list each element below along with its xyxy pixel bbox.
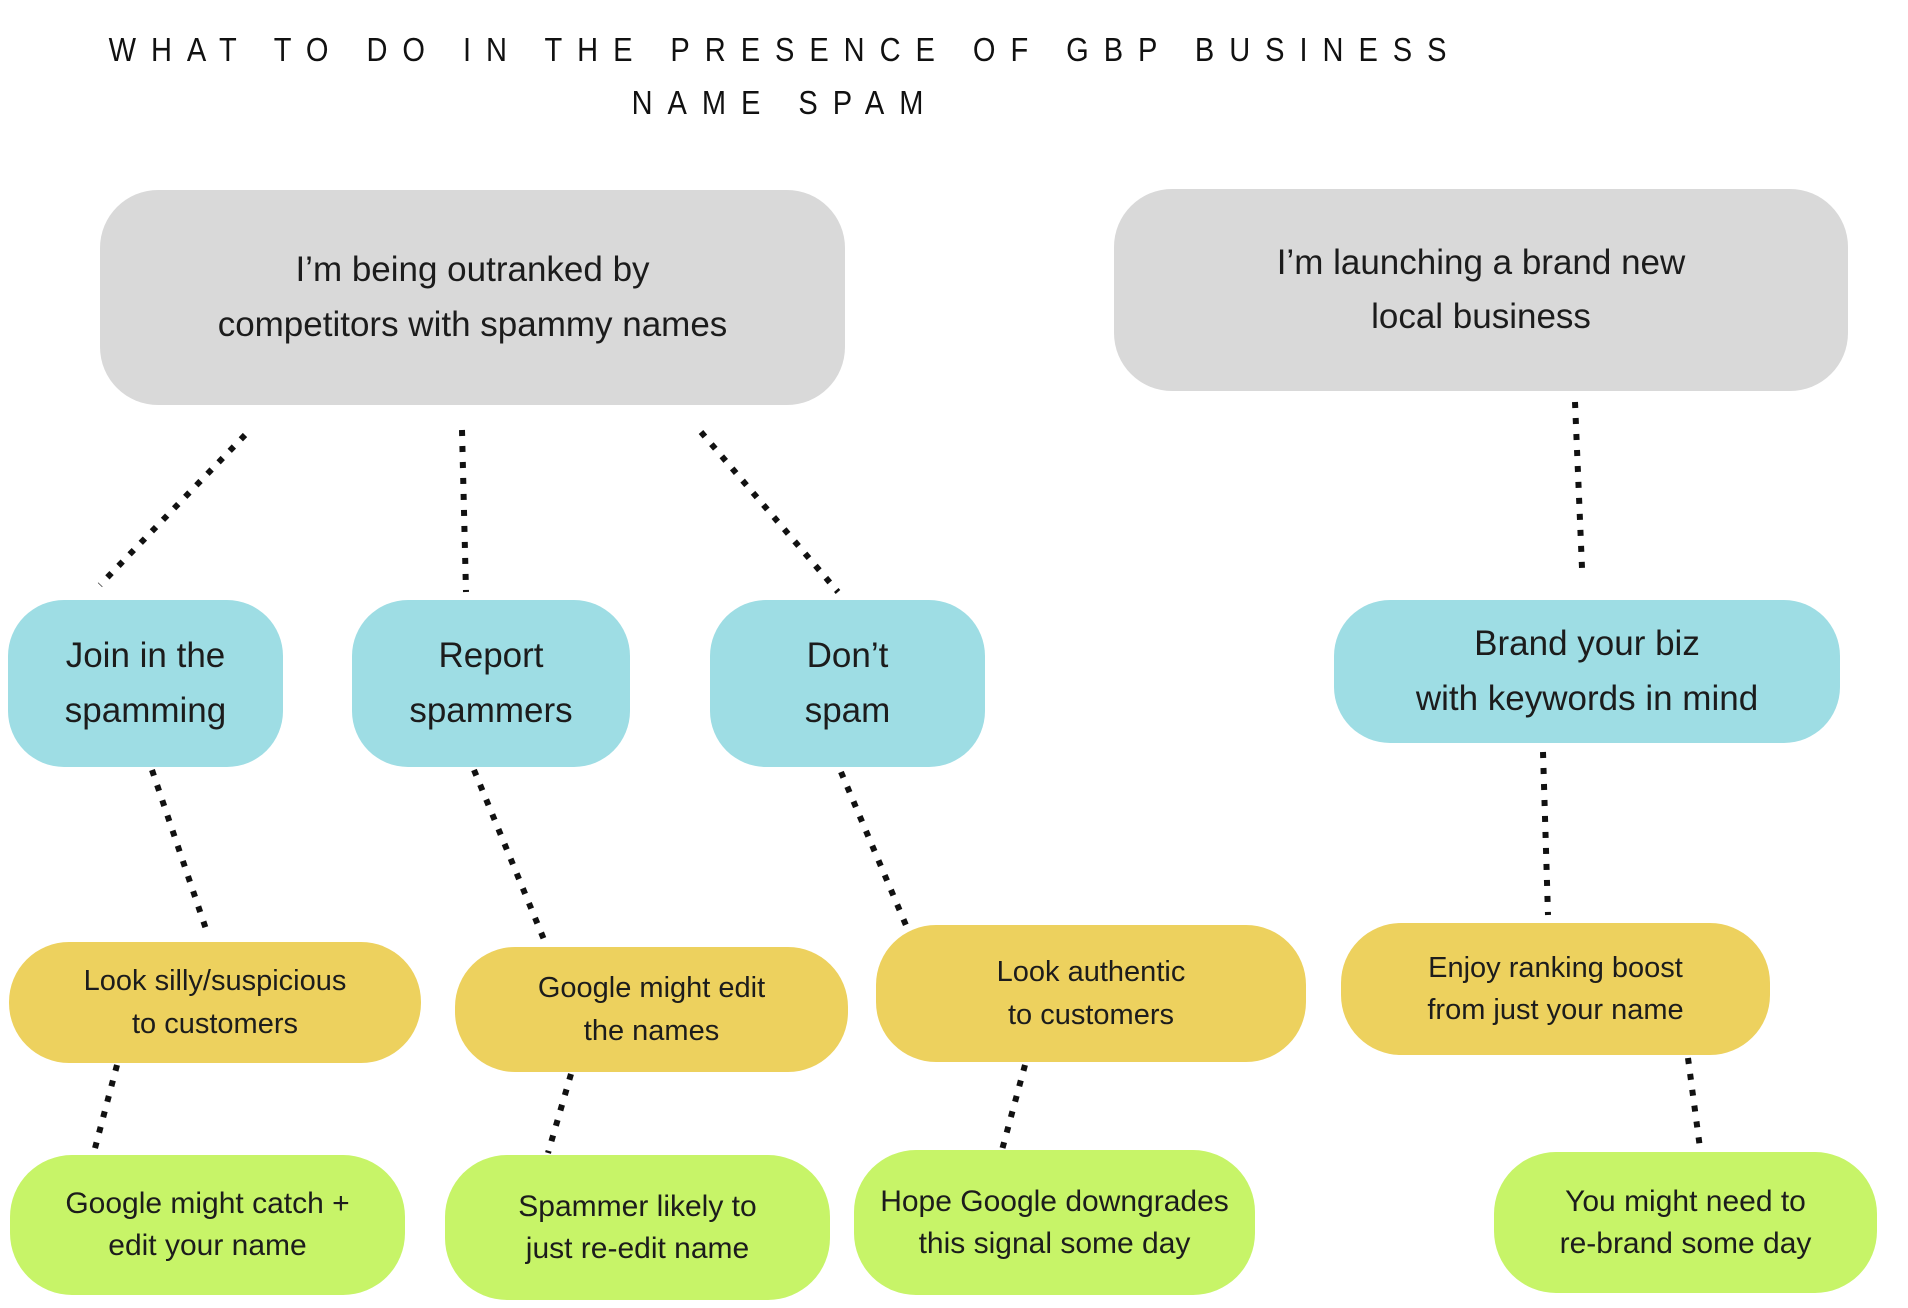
result-box-spammer-reedit: Spammer likely to just re-edit name	[445, 1155, 830, 1300]
option-box-dont-spam: Don’t spam	[710, 600, 985, 767]
connector-scenario1-option2	[459, 429, 469, 593]
scenario-box-outranked: I’m being outranked by competitors with …	[100, 190, 845, 405]
connector-option3-outcome3	[838, 770, 911, 932]
outcome-box-look-silly: Look silly/suspicious to customers	[9, 942, 421, 1063]
result-box-rebrand: You might need to re-brand some day	[1494, 1152, 1877, 1293]
connector-scenario2-option4	[1572, 401, 1585, 569]
connector-option1-outcome1	[149, 769, 211, 936]
connector-outcome2-result2	[545, 1073, 574, 1154]
option-box-brand-with-keywords: Brand your biz with keywords in mind	[1334, 600, 1840, 743]
connector-outcome4-result4	[1685, 1057, 1703, 1149]
connector-outcome1-result1	[91, 1064, 120, 1153]
option-box-report-spammers: Report spammers	[352, 600, 630, 767]
connector-scenario1-option1	[97, 432, 248, 588]
connector-scenario1-option3	[698, 430, 841, 594]
result-box-hope-downgrade: Hope Google downgrades this signal some …	[854, 1150, 1255, 1295]
outcome-box-look-authentic: Look authentic to customers	[876, 925, 1306, 1062]
connector-option4-outcome4	[1540, 751, 1551, 916]
outcome-box-google-edit: Google might edit the names	[455, 947, 848, 1072]
connector-outcome3-result3	[999, 1064, 1028, 1151]
outcome-box-ranking-boost: Enjoy ranking boost from just your name	[1341, 923, 1770, 1055]
connector-option2-outcome2	[471, 768, 548, 944]
option-box-join-spamming: Join in the spamming	[8, 600, 283, 767]
page-title: WHAT TO DO IN THE PRESENCE OF GBP BUSINE…	[108, 31, 1462, 121]
scenario-box-new-business: I’m launching a brand new local business	[1114, 189, 1848, 391]
result-box-google-catch: Google might catch + edit your name	[10, 1155, 405, 1295]
